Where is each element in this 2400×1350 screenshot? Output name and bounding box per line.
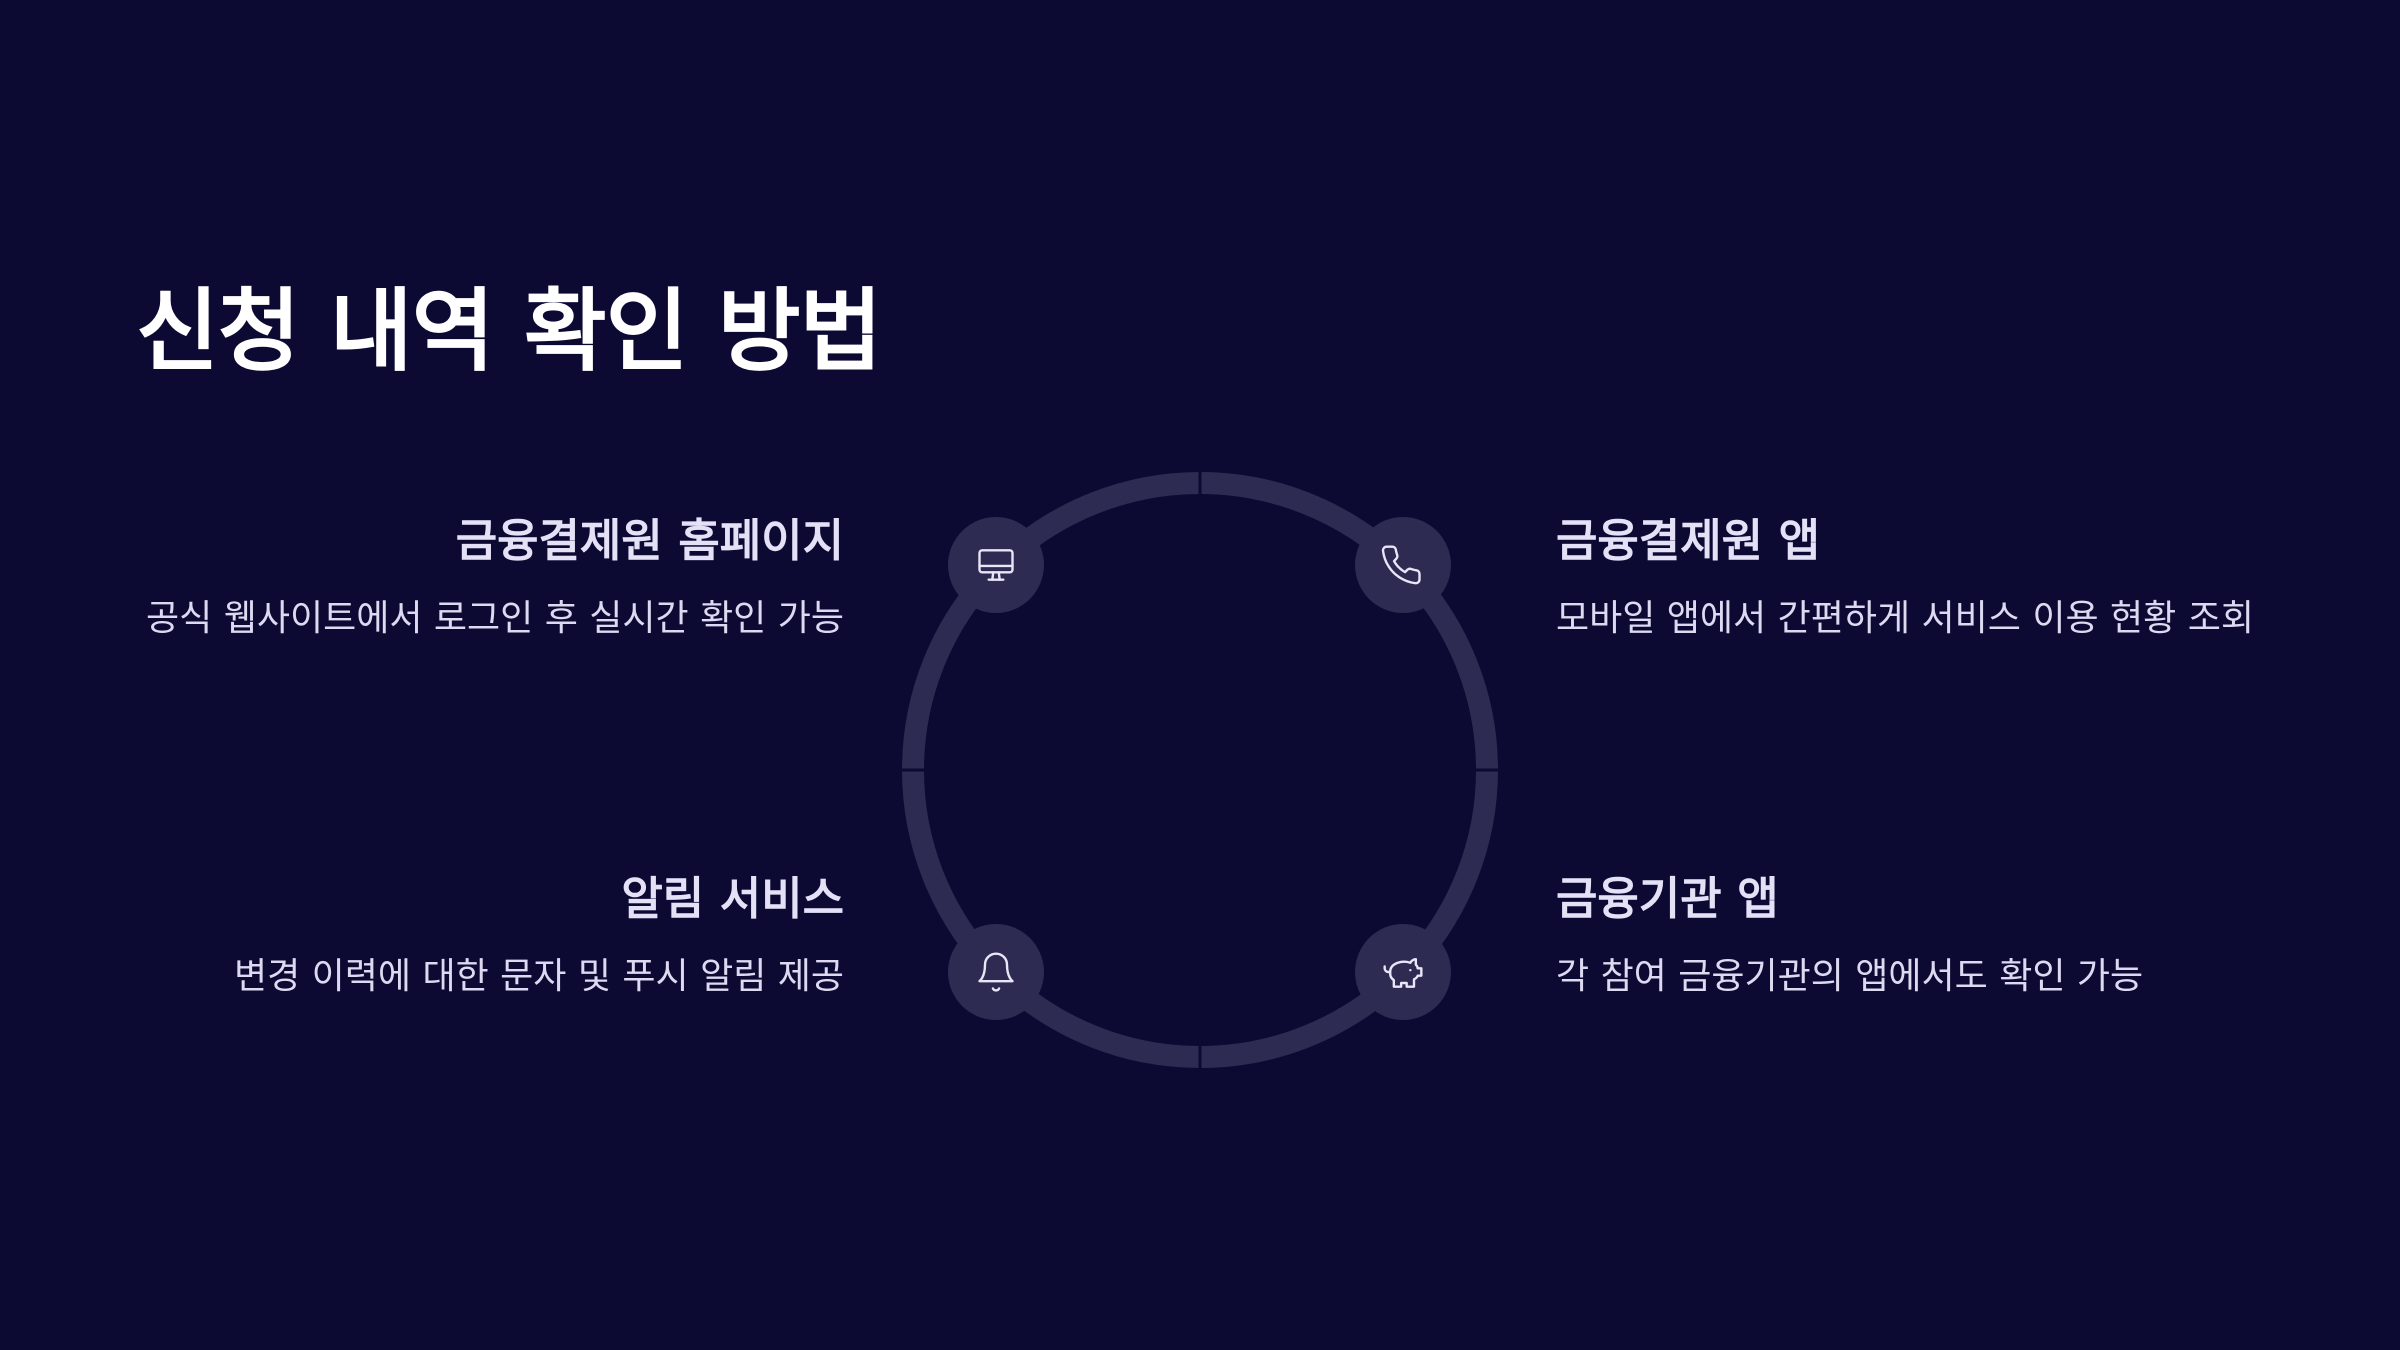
phone-icon-badge (1355, 517, 1451, 613)
piggy-bank-icon-badge (1355, 924, 1451, 1020)
method-homepage-heading: 금융결제원 홈페이지 (455, 514, 844, 567)
piggy-bank-icon (1383, 957, 1423, 988)
method-app: 금융결제원 앱 모바일 앱에서 간편하게 서비스 이용 현황 조회 (1556, 511, 2266, 649)
method-notification-heading: 알림 서비스 (621, 872, 844, 925)
method-app-heading: 금융결제원 앱 (1556, 514, 1821, 567)
monitor-icon-badge (948, 517, 1044, 613)
bell-icon-badge (948, 924, 1044, 1020)
phone-icon (1381, 545, 1421, 585)
method-notification-description: 변경 이력에 대한 문자 및 푸시 알림 제공 (233, 956, 844, 997)
method-notification: 알림 서비스 변경 이력에 대한 문자 및 푸시 알림 제공 (134, 869, 844, 1007)
method-app-description: 모바일 앱에서 간편하게 서비스 이용 현황 조회 (1556, 598, 2254, 639)
monitor-icon (978, 549, 1014, 581)
method-bank-app-description: 각 참여 금융기관의 앱에서도 확인 가능 (1556, 956, 2144, 997)
page-title: 신청 내역 확인 방법 (136, 279, 882, 384)
method-homepage-description: 공식 웹사이트에서 로그인 후 실시간 확인 가능 (146, 598, 844, 639)
method-bank-app: 금융기관 앱 각 참여 금융기관의 앱에서도 확인 가능 (1556, 869, 2266, 1007)
method-bank-app-heading: 금융기관 앱 (1556, 872, 1779, 925)
method-homepage: 금융결제원 홈페이지 공식 웹사이트에서 로그인 후 실시간 확인 가능 (134, 511, 844, 649)
cycle-ring (902, 472, 1498, 1068)
bell-icon (978, 952, 1014, 992)
